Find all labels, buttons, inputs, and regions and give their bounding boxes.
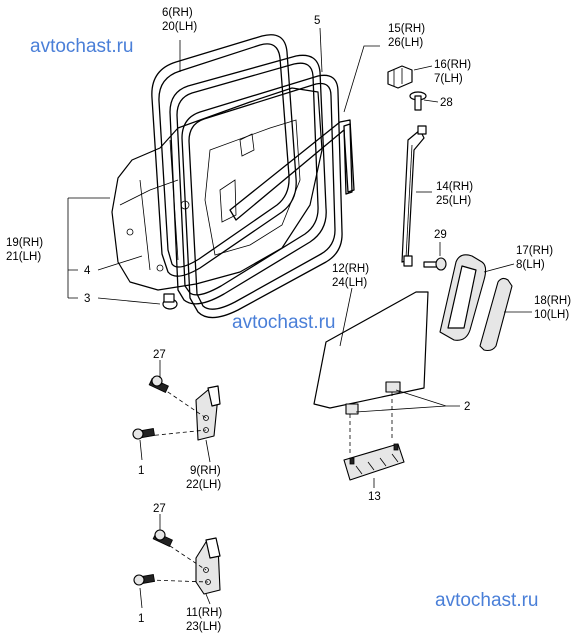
label-5: 5 [314,15,320,27]
door-weatherstrip-middle [169,54,327,305]
glass-run-channel [229,119,355,221]
callout-labels: 6(RH) 20(LH) 5 15(RH) 26(LH) 16(RH) 7(LH… [6,7,571,633]
lower-hinge-group [133,529,221,595]
quarter-glass-part-18 [479,277,513,352]
upper-hinge-group [132,375,221,441]
door-glass-part-12 [313,291,429,409]
glass-run-channel-strip [343,123,353,195]
label-29: 29 [434,229,447,241]
clip-part-16 [387,65,413,89]
watermark-bottom: avtochast.ru [435,590,539,611]
label-20-lh: 20(LH) [162,21,197,33]
glass-holder-part-2 [345,381,401,415]
label-4: 4 [84,265,91,277]
label-8-lh: 8(LH) [516,259,545,271]
label-25-lh: 25(LH) [436,195,471,207]
label-27-upper: 27 [153,349,166,361]
label-18-rh: 18(RH) [534,295,571,307]
door-weatherstrip-front-inner-edge [188,82,336,310]
label-19-rh: 19(RH) [6,237,43,249]
plug-part-3 [162,293,178,310]
bolt-part-29 [423,257,447,271]
label-16-rh: 16(RH) [434,59,471,71]
label-28: 28 [440,97,453,109]
label-24-lh: 24(LH) [332,277,367,289]
label-10-lh: 10(LH) [534,309,569,321]
label-17-rh: 17(RH) [516,245,553,257]
label-6-rh: 6(RH) [162,7,193,19]
door-weatherstrip-outer [151,34,297,277]
label-2: 2 [464,401,470,413]
leader-lines [67,27,532,609]
label-12-rh: 12(RH) [332,263,369,275]
screw-part-28 [409,91,427,111]
quarter-glass-weatherstrip-part-17 [439,254,487,341]
label-26-lh: 26(LH) [388,37,423,49]
label-14-rh: 14(RH) [436,181,473,193]
door-inner-panel [111,87,323,291]
label-1-upper: 1 [138,465,144,477]
label-23-lh: 23(LH) [186,621,221,633]
label-13: 13 [368,491,381,503]
label-3: 3 [84,293,90,305]
glass-bracket-part-13 [343,443,405,481]
door-weatherstrip-front [181,74,343,319]
label-9-rh: 9(RH) [190,465,221,477]
division-channel-part-14 [401,125,427,267]
label-15-rh: 15(RH) [388,23,425,35]
label-27-lower: 27 [153,503,166,515]
label-22-lh: 22(LH) [186,479,221,491]
watermark-top: avtochast.ru [30,36,134,57]
watermark-middle: avtochast.ru [232,312,336,333]
label-21-lh: 21(LH) [6,251,41,263]
label-1-lower: 1 [138,613,144,625]
label-7-lh: 7(LH) [434,73,463,85]
label-11-rh: 11(RH) [186,607,222,619]
door-weatherstrip-outer-inner-edge [158,43,290,268]
